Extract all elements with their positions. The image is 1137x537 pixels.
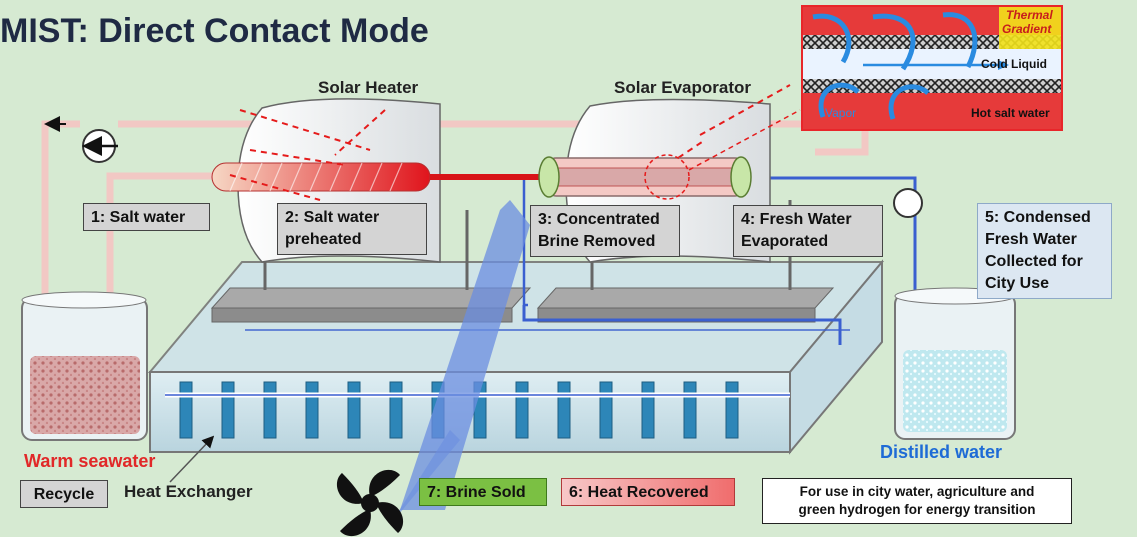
usage-note: For use in city water, agriculture and g…	[762, 478, 1072, 524]
pump-icon	[82, 129, 118, 163]
evaporator-plate	[536, 287, 835, 309]
step-4-box: 4: Fresh Water Evaporated	[733, 205, 883, 257]
recycle-button[interactable]: Recycle	[20, 480, 108, 508]
step-5-line-2: Fresh Water	[985, 231, 1077, 248]
heating-coil	[211, 162, 431, 192]
fresh-water-line	[745, 176, 917, 300]
step-6-box: 6: Heat Recovered	[561, 478, 735, 506]
inset-cold-liquid: Cold Liquid	[981, 57, 1047, 71]
inset-detail: Thermal Gradient Cold Liquid Vapor Hot s…	[801, 5, 1063, 131]
solar-evaporator-label: Solar Evaporator	[614, 78, 751, 97]
inset-hot-salt-water: Hot salt water	[971, 106, 1050, 120]
page-title: MIST: Direct Contact Mode	[0, 12, 429, 50]
seawater-beaker	[21, 291, 148, 441]
step-2-line-1: 2: Salt water	[285, 209, 380, 226]
step-5-box: 5: Condensed Fresh Water Collected for C…	[977, 203, 1112, 299]
step-6-text: 6: Heat Recovered	[569, 484, 709, 501]
evaporator-tube	[538, 109, 801, 200]
usage-note-line-1: For use in city water, agriculture and	[799, 484, 1035, 499]
heat-exchanger-label: Heat Exchanger	[124, 482, 253, 501]
step-4-line-2: Evaporated	[741, 233, 829, 250]
step-5-line-4: City Use	[985, 275, 1050, 292]
warm-seawater-label: Warm seawater	[24, 451, 156, 471]
step-3-line-2: Brine Removed	[538, 233, 656, 250]
inset-gradient-line-1: Thermal	[1006, 8, 1053, 22]
step-4-line-1: 4: Fresh Water	[741, 211, 852, 228]
step-2-line-2: preheated	[285, 231, 362, 248]
step-7-box: 7: Brine Sold	[419, 478, 547, 506]
distilled-beaker	[894, 287, 1016, 440]
distilled-water-label: Distilled water	[880, 442, 1003, 462]
step-2-box: 2: Salt water preheated	[277, 203, 427, 255]
step-7-text: 7: Brine Sold	[427, 484, 526, 501]
step-5-line-1: 5: Condensed	[985, 209, 1091, 226]
inset-vapor: Vapor	[825, 106, 857, 120]
step-1-box: 1: Salt water	[83, 203, 210, 231]
step-5-line-3: Collected for	[985, 253, 1083, 270]
usage-note-line-2: green hydrogen for energy transition	[798, 502, 1036, 517]
step-3-line-1: 3: Concentrated	[538, 211, 660, 228]
heat-up-arrow	[400, 200, 530, 510]
solar-heater-label: Solar Heater	[318, 78, 419, 97]
inset-gradient-line-2: Gradient	[1002, 22, 1052, 36]
inset-drawing	[803, 7, 1061, 129]
pump-right-icon	[893, 188, 923, 218]
step-1-text: 1: Salt water	[91, 209, 186, 226]
fan-icon	[336, 469, 404, 537]
step-3-box: 3: Concentrated Brine Removed	[530, 205, 680, 257]
